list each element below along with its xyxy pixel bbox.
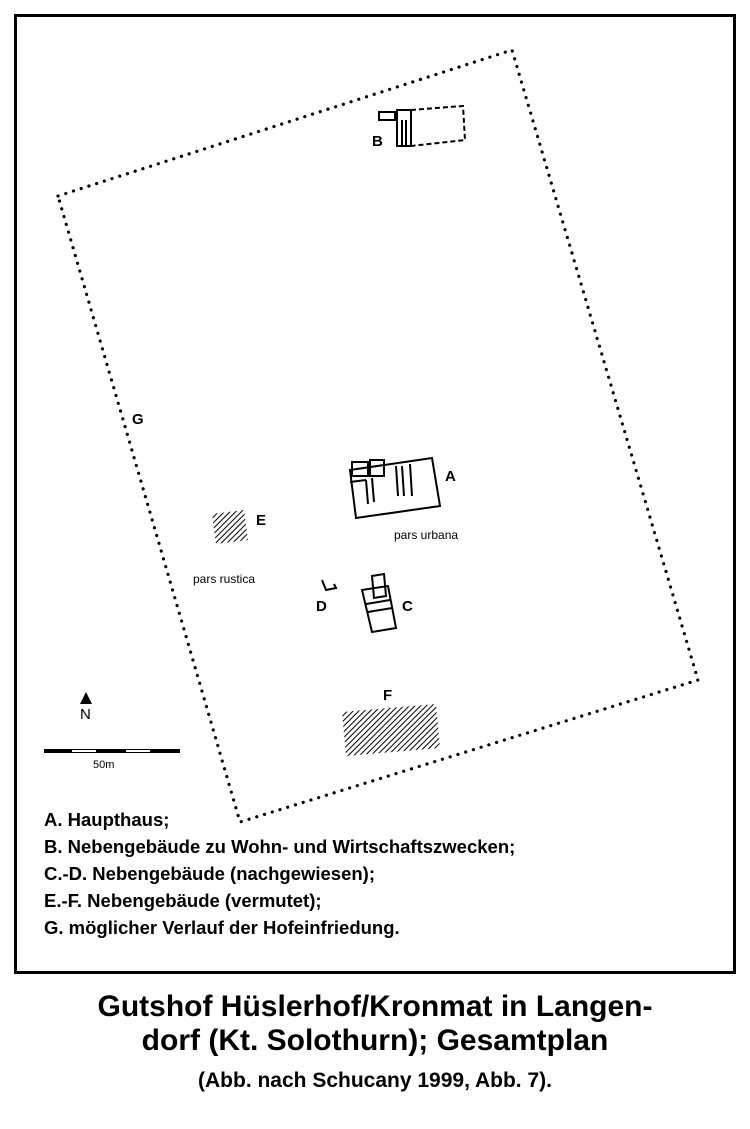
zone-pars-rustica: pars rustica [193,572,256,586]
legend-item: A. Haupthaus; [44,809,170,830]
north-label: N [80,706,91,723]
scale-bar [44,749,180,753]
building-d [321,579,338,592]
label-f: F [383,687,393,704]
map-frame [14,14,736,974]
legend-item: C.-D. Nebengebäude (nachgewiesen); [44,863,375,884]
caption-title-line-2: dorf (Kt. Solothurn); Gesamtplan [141,1024,609,1057]
building-a [348,456,442,520]
building-c [360,572,398,634]
label-b: B [372,133,383,150]
label-g: G [132,411,144,428]
legend-item: E.-F. Nebengebäude (vermutet); [44,890,322,911]
label-e: E [256,512,267,529]
caption-title-line-1: Gutshof Hüslerhof/Kronmat in Langen- [97,990,653,1023]
label-d: D [316,598,327,615]
legend-item: B. Nebengebäude zu Wohn- und Wirtschafts… [44,836,516,857]
building-b [378,104,467,147]
scale-label: 50m [93,759,115,771]
map-legend: A. Haupthaus; B. Nebengebäude zu Wohn- u… [44,806,515,941]
building-e-hatched [212,510,248,544]
legend-item: G. möglicher Verlauf der Hofeinfriedung. [44,917,400,938]
label-a: A [445,468,456,485]
building-f-hatched [342,704,440,756]
enclosure-boundary [56,47,700,825]
caption-source: (Abb. nach Schucany 1999, Abb. 7). [198,1069,552,1092]
zone-pars-urbana: pars urbana [394,528,459,542]
label-c: C [402,598,413,615]
north-arrow-icon [80,692,92,704]
